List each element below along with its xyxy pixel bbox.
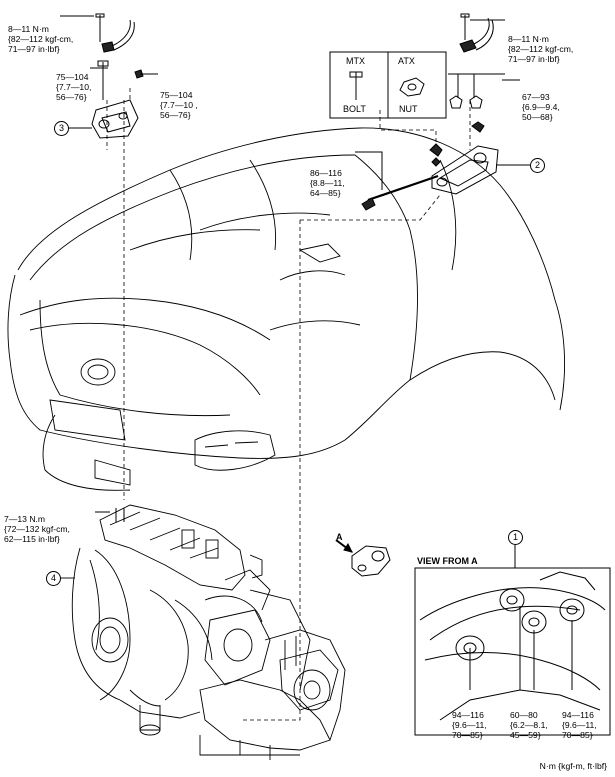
legend-box xyxy=(329,51,447,119)
cable-bracket-left xyxy=(60,13,135,53)
callout-1: 1 xyxy=(508,530,523,545)
torque-mount3-nut: 75—104{7.7—10 ,56—76} xyxy=(160,90,198,120)
engine-bolts-top xyxy=(95,508,125,522)
dashed-guides xyxy=(106,88,471,721)
view-from-a-title: VIEW FROM A xyxy=(417,556,478,566)
legend-nut: NUT xyxy=(399,104,418,114)
units-note: N·m {kgf-m, ft·lbf} xyxy=(539,761,607,771)
torque-long-bolt: 86—116{8.8—11,64—85} xyxy=(310,168,345,198)
callout-4: 4 xyxy=(46,571,61,586)
engine-mount-3 xyxy=(68,60,158,139)
torque-mount3-bolt: 75—104{7.7—10,56—76} xyxy=(56,72,92,102)
torque-engine-bolt: 7—13 N.m{72—132 kgf-cm,62—115 in·lbf} xyxy=(4,514,70,544)
torque-view-right: 94—116{9.6—11,70—85} xyxy=(562,710,597,740)
torque-view-left: 94—116{9.6—11,70—85} xyxy=(452,710,487,740)
cable-bracket-right xyxy=(459,13,505,53)
engine-assembly xyxy=(60,504,346,760)
torque-cable-left: 8—11 N·m{82—112 kgf-cm,71—97 in·lbf} xyxy=(8,24,74,54)
engine-mount-1 xyxy=(335,539,391,577)
legend-bolt: BOLT xyxy=(343,104,366,114)
legend-atx: ATX xyxy=(398,56,415,66)
torque-mount2-nuts: 67—93{6.9—9.4,50—68} xyxy=(522,92,560,122)
callout-2: 2 xyxy=(530,158,545,173)
callout-3: 3 xyxy=(54,121,69,136)
arrow-a-label: A xyxy=(336,532,343,542)
torque-cable-right: 8—11 N·m{82—112 kgf-cm,71—97 in·lbf} xyxy=(508,34,574,64)
car-body-outline xyxy=(7,127,566,491)
engine-mount-2 xyxy=(355,73,530,211)
legend-mtx: MTX xyxy=(346,56,365,66)
view-from-a-box xyxy=(414,545,611,736)
torque-view-mid: 60—80{6.2—8.1,45—59} xyxy=(510,710,548,740)
